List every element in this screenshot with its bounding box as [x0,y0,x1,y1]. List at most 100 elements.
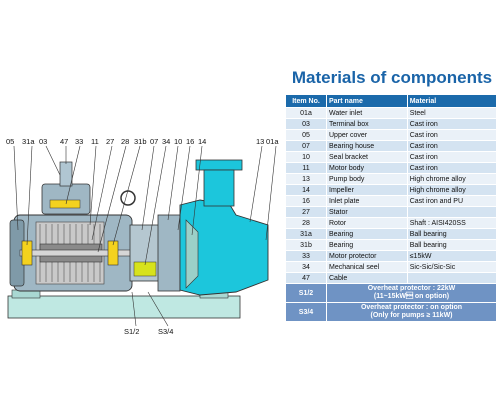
note-item-no: S3/4 [285,302,327,322]
header-material: Material [406,94,498,108]
item-no-cell: 03 [285,118,327,130]
label-33: 33 [75,137,83,146]
item-no-cell: 28 [285,217,327,229]
lifting-eye [120,190,136,206]
item-no-cell: 31b [285,239,327,251]
item-no-cell: 33 [285,250,327,262]
header-item-no: Item No. [285,94,327,108]
label-31a: 31a [22,137,35,146]
material-cell [406,206,498,218]
bearing-31b [107,240,119,266]
impeller [185,219,199,289]
note-line-1: Overheat protector : on option [360,304,463,311]
label-13: 13 [256,137,264,146]
label-16: 16 [186,137,194,146]
label-11: 11 [91,137,99,146]
base-plate [7,295,241,319]
part-name-cell: Motor body [326,162,408,174]
table-header-row: Item No. Part name Material [285,94,498,108]
item-no-cell: 05 [285,129,327,141]
note-text: Overheat protector : on option(Only for … [326,302,497,322]
label-03: 03 [39,137,47,146]
part-name-cell: Seal bracket [326,151,408,163]
part-name-cell: Rotor [326,217,408,229]
part-name-cell: Bearing [326,228,408,240]
item-no-cell: 27 [285,206,327,218]
label-05: 05 [6,137,14,146]
material-cell: Sic-Sic/Sic-Sic [406,261,498,273]
part-name-cell: Pump body [326,173,408,185]
note-line-2: (Only for pumps ≥ 11kW) [370,312,453,319]
part-name-cell: Bearing house [326,140,408,152]
part-name-cell: Water inlet [326,107,408,119]
label-10: 10 [174,137,182,146]
note-text: Overheat protector : 22kW(11~15kW on op… [326,283,497,303]
part-name-cell: Upper cover [326,129,408,141]
material-cell: High chrome alloy [406,184,498,196]
part-name-cell: Inlet plate [326,195,408,207]
mechanical-seal [133,261,157,277]
label-14: 14 [198,137,206,146]
material-cell: Steel [406,107,498,119]
label-31b: 31b [134,137,147,146]
material-cell: Ball bearing [406,239,498,251]
material-cell: Cast iron [406,151,498,163]
part-name-cell: Motor protector [326,250,408,262]
item-no-cell: 01a [285,107,327,119]
label-47: 47 [60,137,68,146]
part-name-cell: Stator [326,206,408,218]
item-no-cell: 07 [285,140,327,152]
part-name-cell: Terminal box [326,118,408,130]
label-s3-4: S3/4 [158,327,173,336]
material-cell: Cast iron [406,162,498,174]
label-07: 07 [150,137,158,146]
material-cell [406,272,498,284]
part-name-cell: Cable [326,272,408,284]
outlet-pipe [203,169,235,207]
item-no-cell: 13 [285,173,327,185]
outlet-flange [195,159,243,171]
seal-bracket [157,214,181,292]
terminal-block [49,199,81,209]
item-no-cell: 14 [285,184,327,196]
label-01a: 01a [266,137,279,146]
item-no-cell: 31a [285,228,327,240]
part-name-cell: Bearing [326,239,408,251]
terminal-box [41,183,91,215]
item-no-cell: 34 [285,261,327,273]
label-28: 28 [121,137,129,146]
material-cell: Shaft : AISI420SS [406,217,498,229]
note-line-1: Overheat protector : 22kW [367,285,456,292]
leader-lines [13,145,277,327]
part-name-cell: Mechanical seel [326,261,408,273]
note-item-no: S1/2 [285,283,327,303]
label-34: 34 [162,137,170,146]
material-cell: High chrome alloy [406,173,498,185]
material-cell: Ball bearing [406,228,498,240]
material-cell: Cast iron [406,118,498,130]
label-27: 27 [106,137,114,146]
materials-title: Materials of components [291,68,493,87]
label-s1-2: S1/2 [124,327,139,336]
cable-gland [59,161,73,187]
material-cell: ≤15kW [406,250,498,262]
material-cell: Cast iron and PU [406,195,498,207]
